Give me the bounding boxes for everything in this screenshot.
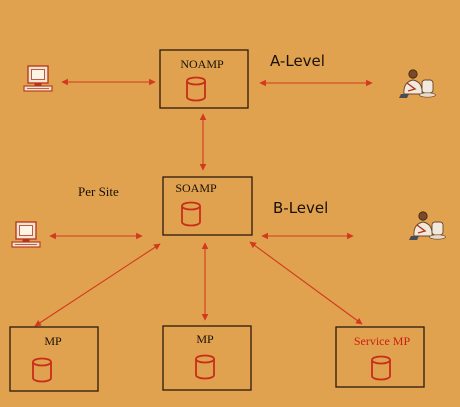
service-mp-database-icon (371, 355, 391, 381)
soamp-database-icon (181, 201, 201, 227)
a-level-label: A-Level (270, 52, 325, 70)
computer-icon-top (23, 65, 53, 92)
b-level-label: B-Level (273, 199, 328, 217)
computer-icon-middle (11, 221, 41, 248)
mp-left-label: MP (44, 334, 62, 348)
noamp-label: NOAMP (180, 57, 224, 71)
service-mp-box (335, 326, 425, 388)
mp-left-database-icon (32, 357, 52, 383)
soamp-box (162, 176, 253, 236)
noamp-database-icon (186, 76, 206, 102)
mp-center-database-icon (195, 354, 215, 380)
arrow-soamp-mp-left (34, 243, 161, 327)
user-icon-top (398, 69, 437, 99)
soamp-label: SOAMP (175, 181, 217, 195)
per-site-label: Per Site (78, 184, 119, 199)
mp-center-label: MP (196, 332, 214, 346)
mp-center-box (162, 325, 252, 391)
user-icon-middle (408, 211, 447, 241)
service-mp-label: Service MP (354, 334, 411, 348)
mp-left-box (9, 326, 99, 392)
noamp-box (159, 49, 249, 109)
arrow-soamp-service-mp (249, 241, 363, 325)
